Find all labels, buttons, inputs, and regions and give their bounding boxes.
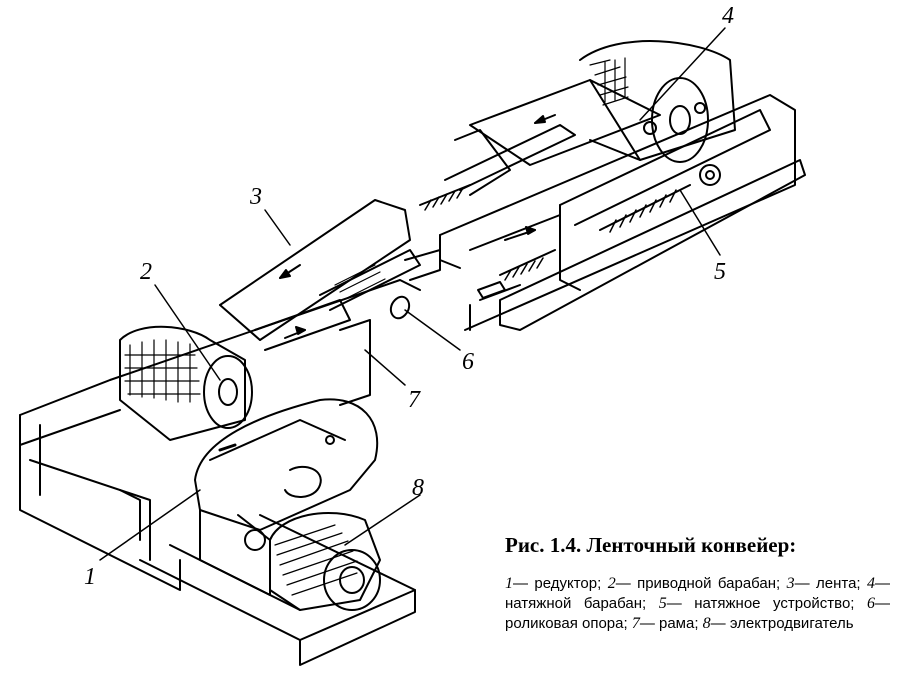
leader-lines [99, 27, 726, 561]
legend-number: 3 [786, 575, 795, 592]
callout-6: 6 [462, 349, 474, 375]
legend-text: — натяжное устройство; [666, 595, 867, 612]
legend-number: 7 [631, 615, 640, 632]
legend-text: — лента; [794, 575, 867, 592]
legend-text: — приводной барабан; [615, 575, 787, 592]
legend-entry-8: 8— электродвигатель [703, 615, 854, 632]
legend-entry-7: 7— рама; [632, 615, 703, 632]
legend-text: — редуктор; [513, 575, 608, 592]
legend-number: 5 [658, 595, 667, 612]
legend-entry-1: 1— редуктор; [505, 575, 608, 592]
legend-text: — электродвигатель [710, 615, 854, 632]
legend-entry-5: 5— натяжное устройство; [659, 595, 867, 612]
callout-1: 1 [84, 564, 96, 590]
callout-2: 2 [140, 259, 152, 285]
legend-entry-3: 3— лента; [787, 575, 867, 592]
figure-legend: 1— редуктор; 2— приводной барабан; 3— ле… [505, 574, 890, 634]
legend-number: 4 [867, 575, 875, 592]
callout-4: 4 [722, 3, 734, 29]
legend-number: 8 [702, 615, 711, 632]
legend-entry-2: 2— приводной барабан; [608, 575, 787, 592]
callout-7: 7 [408, 387, 420, 413]
legend-number: 2 [607, 575, 616, 592]
legend-entry-6: 6— роликовая опора; [505, 595, 890, 632]
legend-entry-4: 4— натяжной барабан; [505, 575, 890, 612]
legend-text: — натяжной барабан; [505, 575, 890, 612]
figure-title: Рис. 1.4. Ленточный конвейер: [505, 533, 797, 557]
callout-8: 8 [412, 475, 424, 501]
drive-end-assembly [19, 199, 441, 666]
callout-3: 3 [250, 184, 262, 210]
legend-text: — рама; [639, 615, 703, 632]
figure-caption: Рис. 1.4. Ленточный конвейер: 1— редукто… [505, 533, 890, 634]
tension-end-assembly [419, 40, 806, 331]
callout-5: 5 [714, 259, 726, 285]
legend-text: — роликовая опора; [505, 595, 890, 632]
legend-number: 6 [867, 595, 875, 612]
legend-number: 1 [505, 575, 513, 592]
